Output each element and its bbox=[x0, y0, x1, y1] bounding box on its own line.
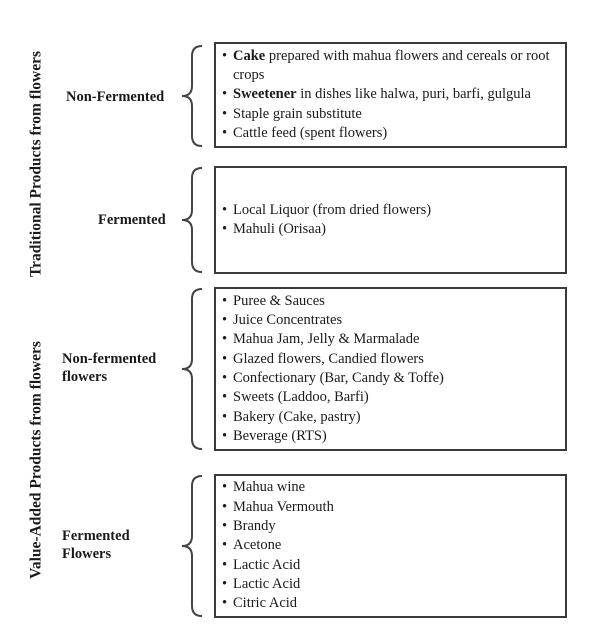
list-item: Confectionary (Bar, Candy & Toffe) bbox=[222, 369, 559, 389]
list-item-text: Puree & Sauces bbox=[233, 292, 325, 309]
box-non-fermented: Cake prepared with mahua flowers and cer… bbox=[214, 42, 567, 148]
list-item: Puree & Sauces bbox=[222, 292, 559, 312]
section-label-traditional: Traditional Products from flowers bbox=[27, 50, 45, 278]
list-item: Citric Acid bbox=[222, 594, 559, 614]
list-item-text: Mahua Vermouth bbox=[233, 498, 334, 515]
brace-fermented-flowers bbox=[181, 475, 203, 617]
list-fermented-flowers: Mahua wineMahua VermouthBrandyAcetoneLac… bbox=[222, 478, 559, 613]
list-item-text: Juice Concentrates bbox=[233, 312, 343, 329]
box-fermented: Local Liquor (from dried flowers) Mahuli … bbox=[214, 166, 567, 274]
list-item: Local Liquor (from dried flowers) bbox=[222, 201, 559, 221]
list-item-text: Lactic Acid bbox=[233, 556, 301, 573]
list-item-text: prepared with mahua flowers and cereals … bbox=[233, 47, 550, 84]
list-item: Lactic Acid bbox=[222, 575, 559, 595]
category-fermented-flowers-line1: Fermented bbox=[62, 528, 130, 544]
list-item-text: Glazed flowers, Candied flowers bbox=[233, 350, 424, 367]
category-fermented: Fermented bbox=[98, 212, 166, 228]
list-item-text: Staple grain substitute bbox=[233, 105, 362, 122]
list-item: Mahuli (Orisaa) bbox=[222, 220, 559, 240]
list-item: Juice Concentrates bbox=[222, 311, 559, 331]
list-item-text: Local Liquor (from dried flowers) bbox=[233, 201, 432, 218]
list-item: Mahua Vermouth bbox=[222, 498, 559, 518]
list-item-text: Acetone bbox=[233, 537, 282, 554]
category-non-fermented-flowers-line2: flowers bbox=[62, 369, 108, 385]
brace-non-fermented-flowers bbox=[181, 288, 203, 450]
list-item: Sweets (Laddoo, Barfi) bbox=[222, 388, 559, 408]
list-item: Glazed flowers, Candied flowers bbox=[222, 350, 559, 370]
list-item: Mahua Jam, Jelly & Marmalade bbox=[222, 330, 559, 350]
list-item-text: Mahua wine bbox=[233, 479, 306, 496]
list-item: Mahua wine bbox=[222, 478, 559, 498]
list-non-fermented-flowers: Puree & SaucesJuice ConcentratesMahua Ja… bbox=[222, 292, 559, 447]
list-item: Cake prepared with mahua flowers and cer… bbox=[222, 47, 559, 86]
list-item: Cattle feed (spent flowers) bbox=[222, 124, 559, 144]
brace-non-fermented bbox=[181, 45, 203, 147]
list-item: Beverage (RTS) bbox=[222, 427, 559, 447]
list-non-fermented: Cake prepared with mahua flowers and cer… bbox=[222, 47, 559, 144]
list-item: Brandy bbox=[222, 517, 559, 537]
list-item-text: Brandy bbox=[233, 518, 276, 535]
list-item-keyword: Cake bbox=[233, 47, 266, 64]
brace-fermented bbox=[181, 167, 203, 273]
list-item-text: Mahua Jam, Jelly & Marmalade bbox=[233, 331, 420, 348]
category-non-fermented: Non-Fermented bbox=[66, 89, 165, 105]
list-item-text: Mahuli (Orisaa) bbox=[233, 221, 327, 237]
list-item-text: Lactic Acid bbox=[233, 575, 301, 592]
section-label-value-added: Value-Added Products from flowers bbox=[27, 341, 45, 579]
list-item: Sweetener in dishes like halwa, puri, ba… bbox=[222, 85, 559, 105]
list-item-text: in dishes like halwa, puri, barfi, gulgu… bbox=[296, 86, 531, 103]
list-item-text: Beverage (RTS) bbox=[233, 427, 327, 444]
list-item-text: Citric Acid bbox=[233, 595, 298, 612]
list-item-text: Confectionary (Bar, Candy & Toffe) bbox=[233, 370, 444, 386]
category-fermented-flowers: Fermented Flowers bbox=[62, 527, 130, 563]
category-non-fermented-flowers-line1: Non-fermented bbox=[62, 351, 157, 367]
box-fermented-flowers: Mahua wineMahua VermouthBrandyAcetoneLac… bbox=[214, 474, 567, 618]
category-non-fermented-flowers: Non-fermented flowers bbox=[62, 350, 156, 386]
list-item: Bakery (Cake, pastry) bbox=[222, 408, 559, 428]
list-item: Staple grain substitute bbox=[222, 105, 559, 125]
list-fermented: Local Liquor (from dried flowers) Mahuli … bbox=[222, 201, 559, 240]
list-item-keyword: Sweetener bbox=[233, 86, 297, 103]
list-item-text: Sweets (Laddoo, Barfi) bbox=[233, 389, 369, 406]
list-item: Lactic Acid bbox=[222, 556, 559, 576]
list-item-text: Bakery (Cake, pastry) bbox=[233, 408, 361, 425]
category-fermented-flowers-line2: Flowers bbox=[62, 546, 112, 562]
list-item-text: Cattle feed (spent flowers) bbox=[233, 124, 388, 141]
box-non-fermented-flowers: Puree & SaucesJuice ConcentratesMahua Ja… bbox=[214, 287, 567, 451]
list-item: Acetone bbox=[222, 536, 559, 556]
